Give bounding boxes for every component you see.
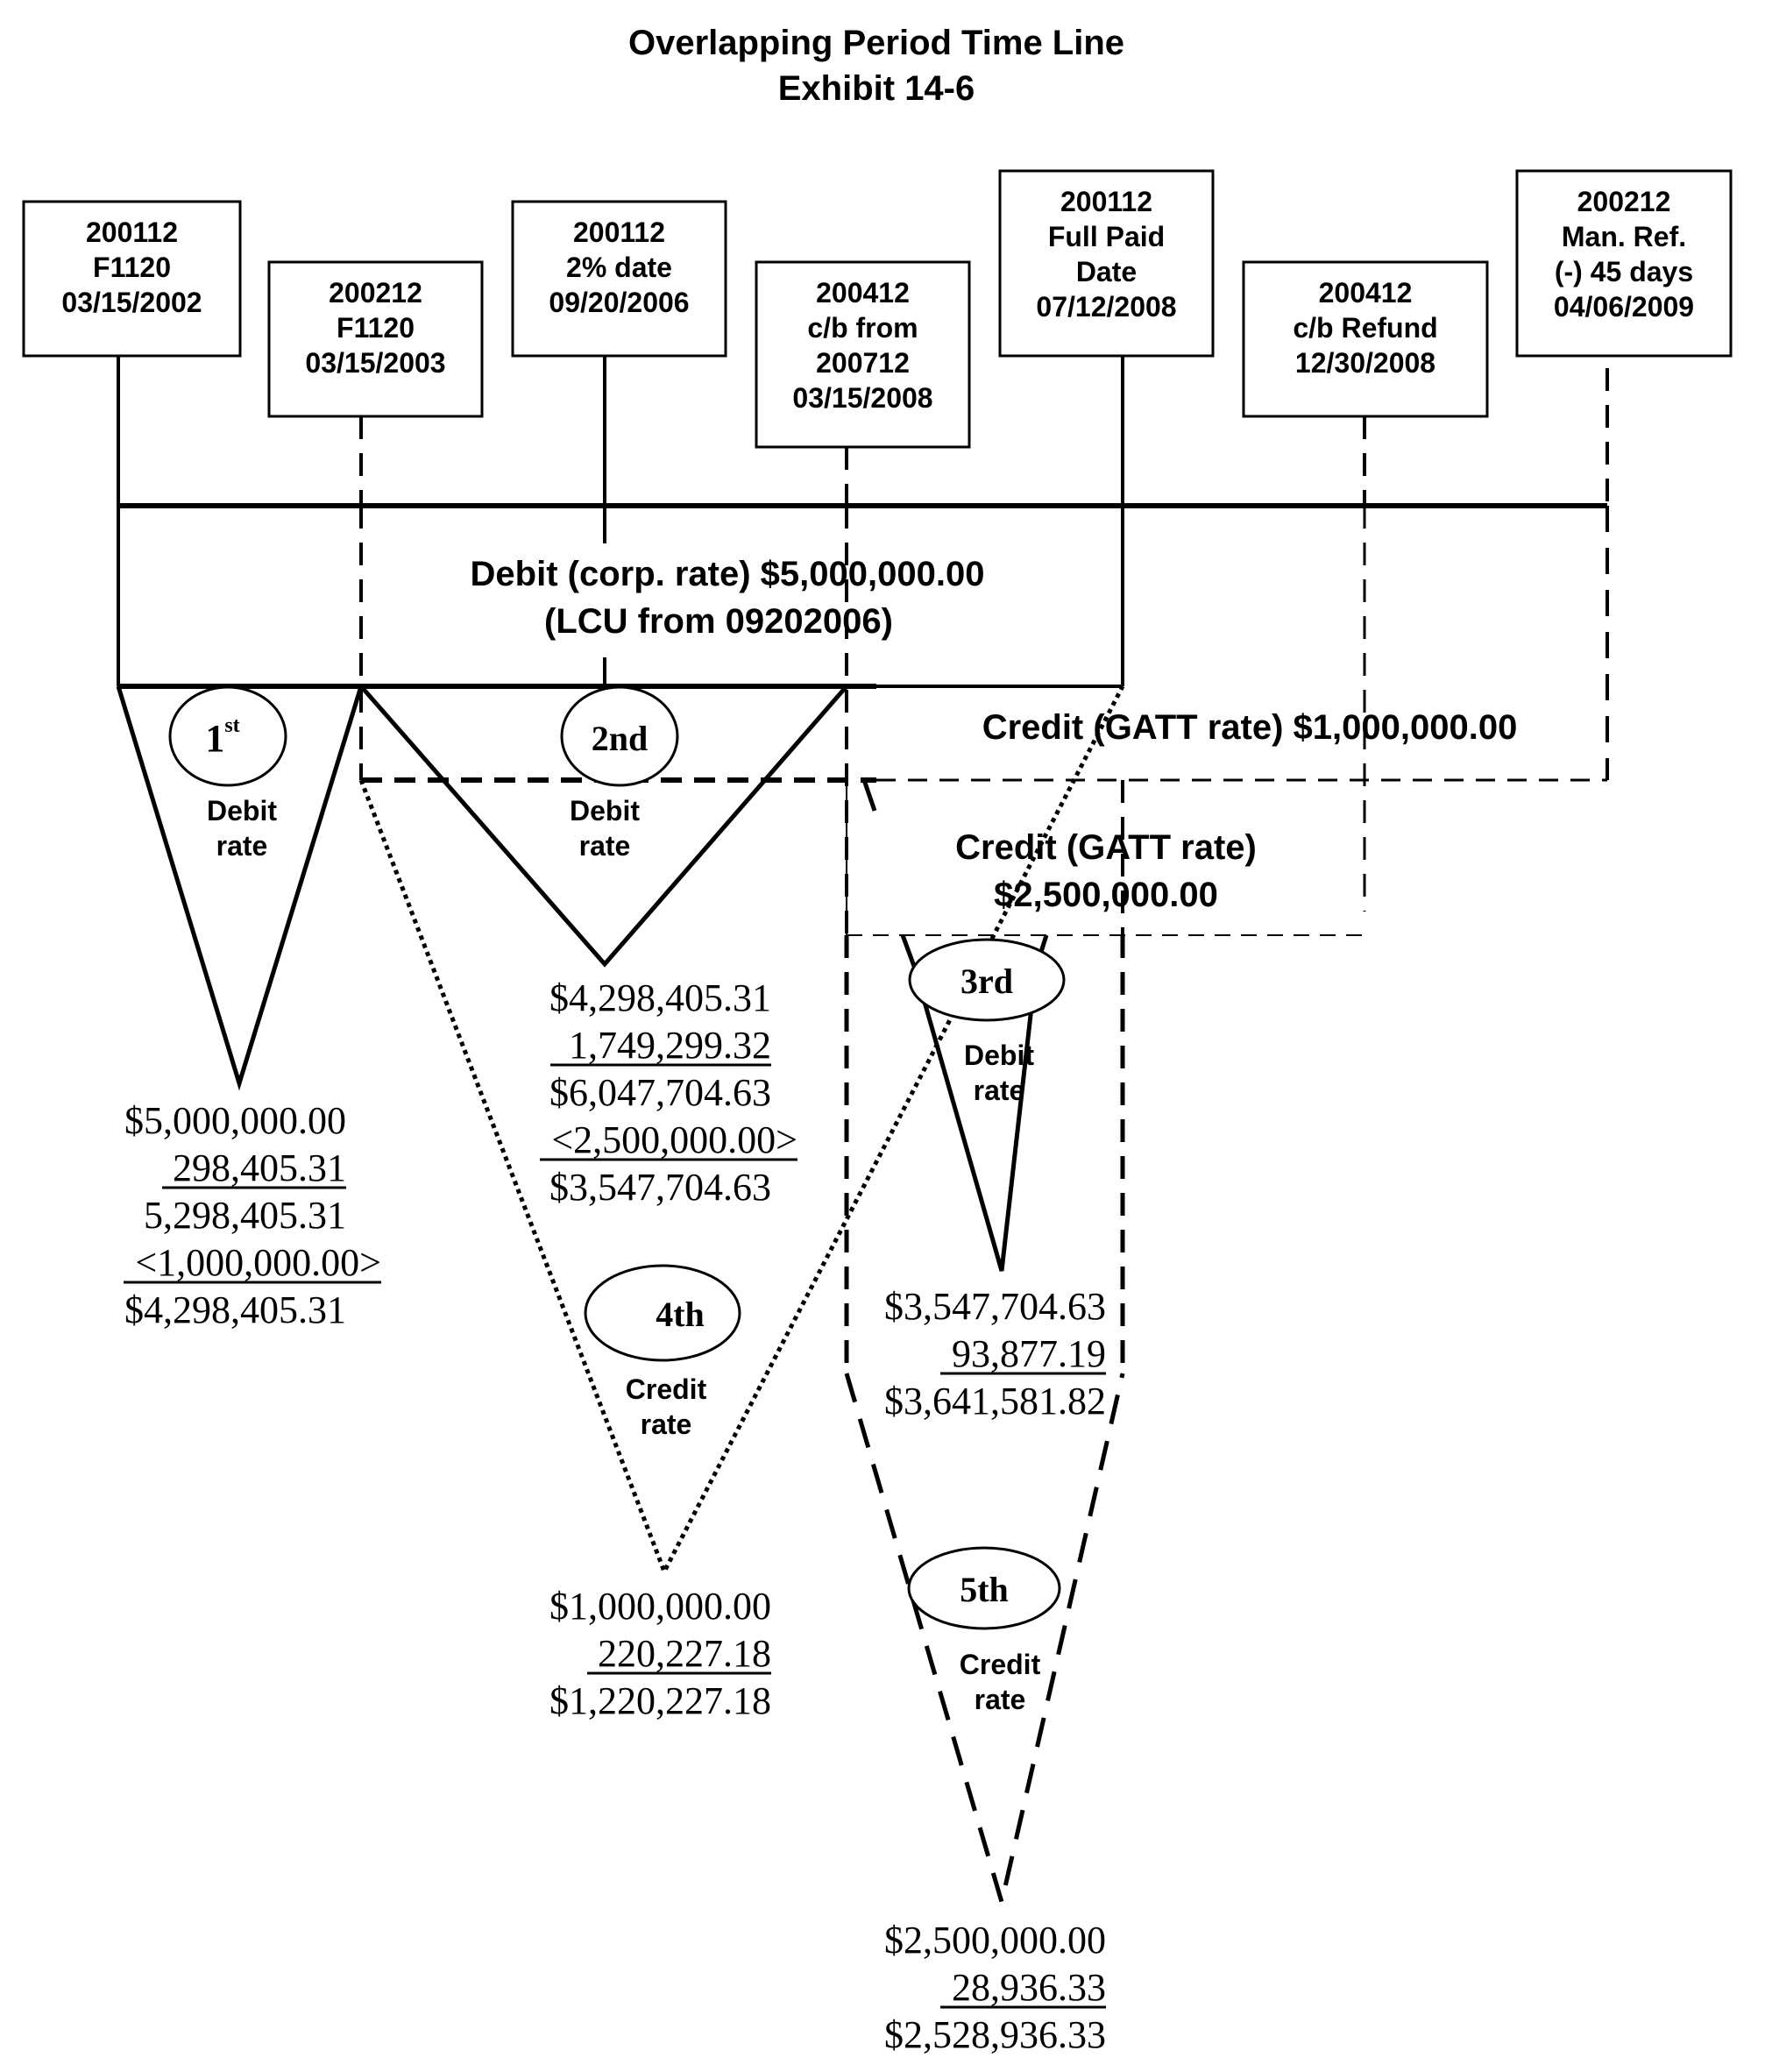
date-box-line: 200212: [1577, 186, 1671, 217]
date-box-line: 200112: [86, 216, 178, 248]
credit-2-period-box: [846, 780, 1365, 936]
date-box-frame: [1242, 260, 1489, 418]
ordinal-2-label: 2nd: [592, 719, 649, 758]
date-box-line: Date: [1076, 256, 1137, 287]
calculation-value: $3,641,581.82: [884, 1380, 1106, 1423]
calculation-value: 1,749,299.32: [569, 1024, 771, 1067]
date-box-line: Full Paid: [1048, 221, 1165, 252]
calculation-segment-2: $4,298,405.31 1,749,299.32$6,047,704.63<2…: [540, 976, 797, 1209]
date-box-line: 09/20/2006: [549, 287, 689, 318]
ordinal-badge-5: [907, 1546, 1061, 1630]
date-box-line: 12/30/2008: [1295, 347, 1435, 379]
date-box-line: 03/15/2003: [305, 347, 445, 379]
calculation-value: 28,936.33: [952, 1966, 1106, 2009]
date-box-line: 03/15/2002: [61, 287, 202, 318]
ordinal-badge-2: [560, 685, 679, 787]
date-box-line: 200412: [1319, 277, 1413, 309]
date-box-line: 200412: [816, 277, 910, 309]
segment-4-rate-line-2: rate: [641, 1409, 692, 1440]
date-box-frame: [511, 200, 727, 358]
calculation-value: $4,298,405.31: [549, 976, 771, 1019]
segment-3-rate-line-2: rate: [974, 1075, 1025, 1106]
credit-2-amount: $2,500,000.00: [994, 876, 1218, 914]
calculation-value: $4,298,405.31: [124, 1288, 346, 1331]
title-line-1: Overlapping Period Time Line: [628, 24, 1124, 62]
calculation-value: 220,227.18: [598, 1632, 771, 1675]
calculation-value: $2,528,936.33: [884, 2013, 1106, 2056]
segment-3-rate-line-1: Debit: [964, 1040, 1034, 1071]
calculation-value: $3,547,704.63: [884, 1285, 1106, 1328]
date-box-line: Man. Ref.: [1562, 221, 1686, 252]
date-box-frame: [1515, 169, 1733, 358]
date-box-line: 200112: [1060, 186, 1152, 217]
ordinal-4-label: 4th: [656, 1295, 705, 1334]
date-box-3: 200112 2% date 09/20/2006: [511, 200, 727, 358]
date-box-line: c/b Refund: [1293, 312, 1437, 344]
segment-1-triangle: [116, 685, 364, 1091]
date-box-line: 03/15/2008: [792, 382, 932, 414]
date-box-line: (-) 45 days: [1555, 256, 1693, 287]
date-box-frame: [22, 200, 242, 358]
debit-period-sublabel: (LCU from 09202006): [544, 602, 893, 641]
credit-1-label: Credit (GATT rate) $1,000,000.00: [982, 708, 1518, 747]
calculation-value: 93,877.19: [952, 1332, 1106, 1375]
calculation-value: $5,000,000.00: [124, 1099, 346, 1142]
ordinal-badge-1: [168, 685, 287, 787]
segment-3-top-left: [861, 779, 877, 812]
segment-4-triangle: [358, 685, 1125, 1578]
date-box-line: F1120: [93, 252, 171, 283]
calculation-value: $1,220,227.18: [549, 1679, 771, 1722]
calculation-value: $3,547,704.63: [549, 1166, 771, 1209]
segment-2-rate-line-2: rate: [579, 830, 631, 862]
calculation-value: 5,298,405.31: [144, 1194, 346, 1237]
date-box-line: 04/06/2009: [1554, 291, 1694, 323]
ordinal-badge-3: [908, 938, 1066, 1022]
ordinal-badge-4: [584, 1264, 741, 1362]
segment-4-rate-line-1: Credit: [626, 1373, 707, 1405]
ordinal-1-number: 1st: [205, 714, 239, 760]
segment-5-rate-line-2: rate: [975, 1684, 1026, 1715]
segment-2-rate-line-1: Debit: [570, 795, 640, 827]
date-box-line: 200712: [816, 347, 910, 379]
ordinal-5-label: 5th: [960, 1570, 1009, 1609]
segment-5-triangle: [844, 1373, 1125, 1911]
date-box-line: 200112: [573, 216, 665, 248]
calculation-value: 298,405.31: [173, 1146, 346, 1189]
calculation-value: $1,000,000.00: [549, 1585, 771, 1628]
date-box-line: 07/12/2008: [1036, 291, 1176, 323]
calculation-value: $6,047,704.63: [549, 1071, 771, 1114]
credit-2-label: Credit (GATT rate): [955, 828, 1257, 867]
date-box-frame: [267, 260, 484, 418]
segment-1-rate-line-2: rate: [216, 830, 268, 862]
date-box-line: c/b from: [807, 312, 918, 344]
ordinal-3-label: 3rd: [960, 961, 1013, 1001]
calculation-value: <1,000,000.00>: [135, 1241, 381, 1284]
date-box-frame: [755, 260, 971, 449]
title-line-2: Exhibit 14-6: [778, 69, 975, 108]
debit-period-label: Debit (corp. rate) $5,000,000.00: [471, 555, 985, 593]
segment-2-triangle: [359, 685, 848, 968]
date-box-line: 200212: [329, 277, 422, 309]
date-box-line: 2% date: [566, 252, 672, 283]
calculation-value: <2,500,000.00>: [551, 1118, 797, 1161]
debit-period-box: [117, 506, 1124, 689]
segment-1-rate-line-1: Debit: [207, 795, 277, 827]
calculation-value: $2,500,000.00: [884, 1919, 1106, 1962]
segment-5-rate-line-1: Credit: [960, 1649, 1041, 1680]
date-box-line: F1120: [337, 312, 415, 344]
date-box-frame: [998, 169, 1215, 358]
